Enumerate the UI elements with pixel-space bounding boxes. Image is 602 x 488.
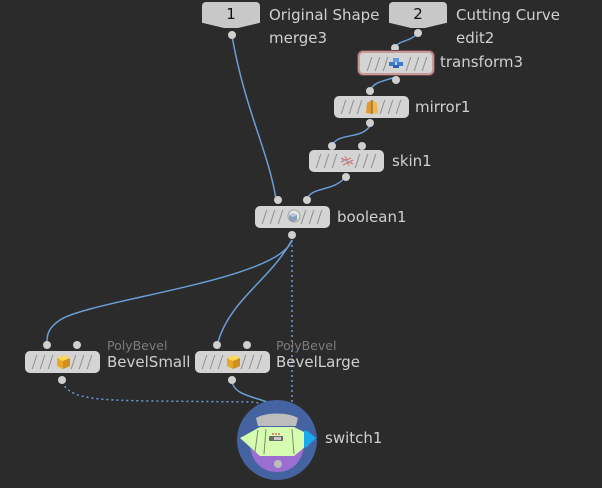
node-edit2[interactable]: 2 (389, 2, 447, 28)
node-type: PolyBevel (276, 338, 337, 353)
input-port[interactable] (73, 341, 81, 349)
node-bevellarge[interactable] (195, 351, 270, 373)
node-merge3[interactable]: 1 (202, 2, 260, 28)
switch-body (240, 427, 316, 456)
wire-boolean1-bevelsmall (46, 239, 293, 343)
node-mirror1[interactable] (334, 96, 409, 118)
node-skin1[interactable] (309, 150, 384, 172)
node-name: switch1 (325, 429, 383, 447)
wire-merge3-boolean1 (231, 35, 277, 200)
node-number: 2 (413, 5, 423, 23)
node-bevelsmall[interactable] (25, 351, 100, 373)
wire-boolean1-bevellarge (217, 239, 293, 343)
node-name: skin1 (392, 152, 432, 170)
node-name: transform3 (440, 53, 524, 71)
node-type: PolyBevel (107, 338, 168, 353)
transform-icon (389, 58, 403, 68)
node-name: boolean1 (337, 208, 407, 226)
node-name: merge3 (269, 29, 328, 47)
boolean-icon (287, 209, 300, 223)
node-transform3[interactable] (358, 51, 434, 75)
node-comment: Cutting Curve (456, 6, 560, 24)
input-port[interactable] (328, 142, 336, 150)
output-port[interactable] (342, 173, 350, 181)
mirror-icon (365, 100, 378, 114)
output-port[interactable] (288, 231, 296, 239)
input-port[interactable] (391, 44, 399, 52)
input-port[interactable] (243, 341, 251, 349)
polybevel-icon (56, 355, 70, 369)
node-boolean1[interactable] (255, 206, 330, 228)
output-port[interactable] (274, 460, 282, 468)
node-number: 1 (226, 5, 236, 23)
node-name: BevelLarge (276, 353, 360, 371)
output-port[interactable] (414, 29, 422, 37)
output-port[interactable] (228, 31, 236, 39)
output-port[interactable] (58, 376, 66, 384)
wire-skin1-boolean1 (306, 175, 347, 200)
input-port[interactable] (303, 196, 311, 204)
input-port[interactable] (274, 196, 282, 204)
node-name: BevelSmall (107, 353, 191, 371)
input-port[interactable] (213, 341, 221, 349)
input-port[interactable] (366, 87, 374, 95)
switch-top-bar (256, 413, 298, 426)
switch-icon (269, 433, 283, 441)
node-switch1[interactable] (236, 400, 326, 488)
output-port[interactable] (392, 76, 400, 84)
output-port[interactable] (228, 376, 236, 384)
node-name: edit2 (456, 29, 495, 47)
output-port[interactable] (366, 119, 374, 127)
node-comment: Original Shape (269, 6, 380, 24)
input-port[interactable] (358, 142, 366, 150)
polybevel-icon (226, 355, 240, 369)
input-port[interactable] (43, 341, 51, 349)
node-name: mirror1 (415, 98, 471, 116)
skin-icon (340, 155, 353, 167)
